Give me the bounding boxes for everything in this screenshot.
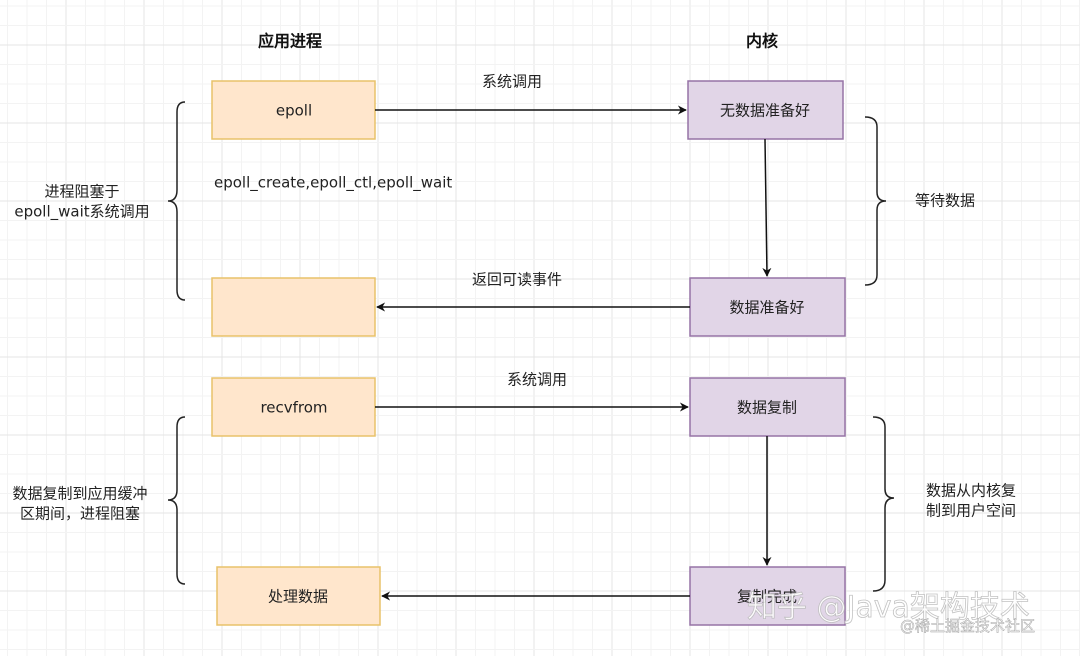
edge-label-return-readable: 返回可读事件	[472, 271, 562, 289]
left-brace-label-1: 进程阻塞于 epoll_wait系统调用	[14, 183, 149, 222]
node-app-empty[interactable]	[211, 277, 376, 337]
node-no-data-ready-label: 无数据准备好	[720, 102, 810, 120]
node-data-ready-label: 数据准备好	[729, 299, 804, 317]
epoll-functions-label: epoll_create,epoll_ctl,epoll_wait	[214, 174, 452, 193]
node-process-data[interactable]: 处理数据	[216, 566, 381, 626]
node-copy-done-label: 复制完成	[737, 588, 797, 606]
right-brace-label-2-line-2: 制到用户空间	[926, 502, 1016, 520]
right-brace-label-2: 数据从内核复 制到用户空间	[926, 482, 1016, 520]
node-data-copy[interactable]: 数据复制	[689, 377, 846, 437]
right-brace-label-1: 等待数据	[915, 192, 975, 210]
edge-label-syscall-2: 系统调用	[507, 371, 567, 389]
left-brace-label-1-line-1: 进程阻塞于	[44, 183, 119, 201]
node-epoll[interactable]: epoll	[211, 80, 376, 140]
edge-wait-for-data	[762, 138, 772, 277]
left-brace-label-1-line-2: epoll_wait系统调用	[14, 203, 149, 222]
header-kernel: 内核	[746, 32, 778, 51]
edge-label-syscall-1: 系统调用	[482, 73, 542, 91]
left-brace-icon-2	[167, 416, 186, 585]
node-data-ready[interactable]: 数据准备好	[689, 277, 846, 337]
right-brace-label-1-line-1: 等待数据	[915, 192, 975, 210]
node-no-data-ready[interactable]: 无数据准备好	[687, 80, 844, 140]
watermark-juejin: @稀土掘金技术社区	[900, 617, 1035, 635]
right-brace-label-2-line-1: 数据从内核复	[926, 482, 1016, 500]
right-brace-icon-2	[872, 416, 895, 592]
node-data-copy-label: 数据复制	[737, 399, 797, 417]
node-recvfrom[interactable]: recvfrom	[211, 377, 376, 437]
node-epoll-label: epoll	[276, 102, 312, 120]
left-brace-label-2: 数据复制到应用缓冲 区期间，进程阻塞	[12, 485, 147, 523]
left-brace-label-2-line-1: 数据复制到应用缓冲	[12, 485, 147, 503]
watermark-zhihu: 知乎 @Java架构技术	[747, 590, 1030, 625]
node-recvfrom-label: recvfrom	[260, 399, 327, 417]
node-process-data-label: 处理数据	[268, 588, 328, 606]
left-brace-icon-1	[167, 101, 186, 301]
header-app-process: 应用进程	[258, 32, 322, 51]
left-brace-label-2-line-2: 区期间，进程阻塞	[20, 505, 140, 523]
right-brace-icon-1	[864, 116, 887, 286]
node-copy-done[interactable]: 复制完成	[689, 566, 846, 626]
